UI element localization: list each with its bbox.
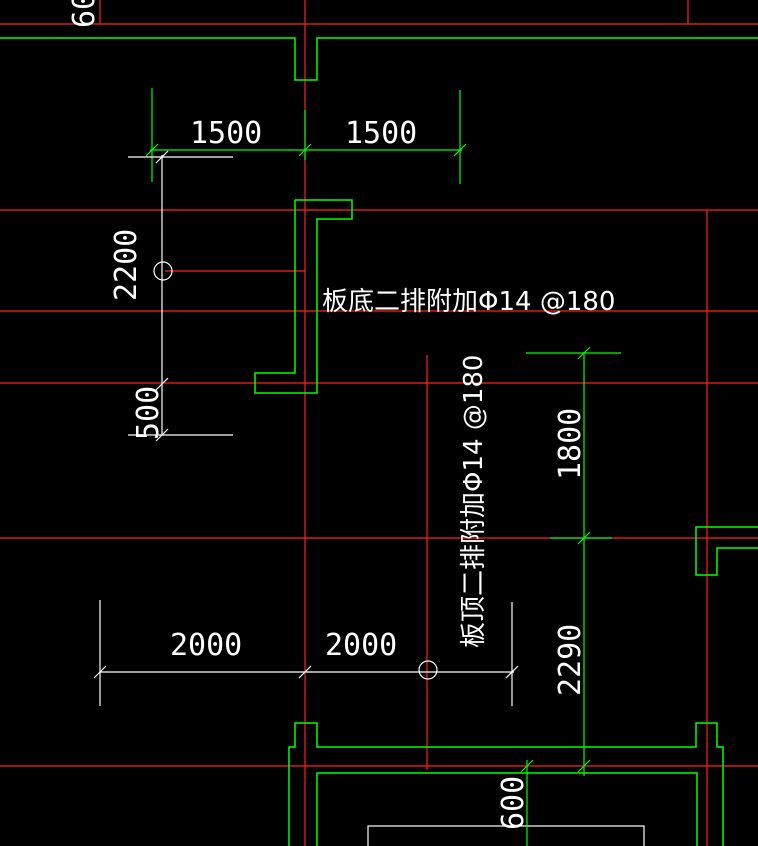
dim-left-upper-label: 2200: [109, 229, 144, 301]
dim-bottom-right-label: 2000: [325, 628, 397, 663]
dim-top-left-label: 1500: [190, 116, 262, 151]
wall-bottom-inner: [316, 772, 698, 846]
axis-bubble-bottom: [418, 660, 438, 680]
dim-left-lower-label: 500: [131, 386, 166, 440]
dim-left: [128, 150, 233, 442]
dim-right: [526, 346, 621, 776]
dim-bottom-left-label: 2000: [170, 628, 242, 663]
dim-bottom: [93, 600, 519, 706]
wall-top: [0, 37, 758, 81]
axis-bubble-left: [153, 261, 173, 281]
wall-bottom-outer: [288, 722, 724, 846]
walls: [0, 37, 758, 846]
dim-right-lower-label: 2290: [553, 624, 588, 696]
dim-right-upper-label: 1800: [553, 408, 588, 480]
wall-column-upper: [254, 199, 353, 394]
dim-top-right-label: 1500: [345, 116, 417, 151]
dim-bottom-small: [520, 759, 534, 846]
dim-top: [145, 88, 467, 184]
note-vertical-rebar: 板顶二排附加Φ14 @180: [459, 355, 489, 648]
dim-top-corner-label: 60: [67, 0, 102, 28]
bottom-opening: [367, 825, 645, 846]
wall-right-stub: [695, 526, 758, 576]
note-horizontal-rebar: 板底二排附加Φ14 @180: [322, 287, 615, 317]
dim-bottom-small-label: 600: [496, 776, 531, 830]
